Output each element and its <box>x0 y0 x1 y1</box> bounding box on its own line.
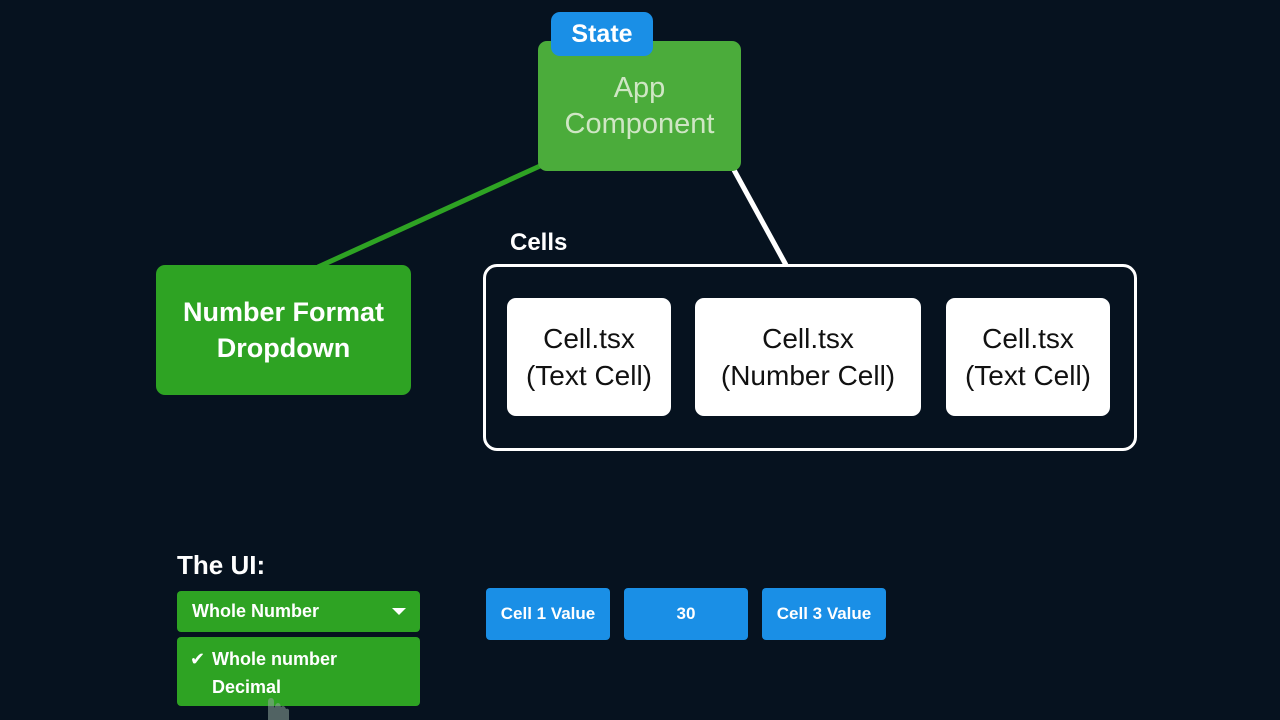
ui-cell-value: Cell 1 Value <box>500 604 596 623</box>
cell-node-title: Cell.tsx <box>762 323 854 354</box>
state-badge-label: State <box>571 19 633 48</box>
number-format-dropdown-node: Number Format Dropdown <box>156 265 411 395</box>
ui-section-label: The UI: <box>177 550 266 580</box>
number-format-dropdown-label: Number Format Dropdown <box>182 297 385 363</box>
cell-node-text-3: Cell.tsx (Text Cell) <box>946 298 1110 416</box>
checkmark-icon: ✔ <box>190 649 206 669</box>
number-format-menu: ✔ Whole number Decimal <box>177 637 420 706</box>
cell-node-number: Cell.tsx (Number Cell) <box>695 298 921 416</box>
cell-node-title: Cell.tsx <box>543 323 635 354</box>
ui-cell-value: Cell 3 Value <box>776 604 872 623</box>
app-component-label: App Component <box>564 72 715 140</box>
menu-option-decimal[interactable]: Decimal <box>212 673 281 701</box>
app-component-node: App Component <box>538 41 741 171</box>
ui-cell-1[interactable]: Cell 1 Value <box>486 588 610 640</box>
state-badge: State <box>551 12 653 56</box>
cell-node-subtitle: (Number Cell) <box>720 360 896 391</box>
menu-option-whole-number[interactable]: ✔ Whole number <box>190 645 337 673</box>
ui-cell-2[interactable]: 30 <box>624 588 748 640</box>
ui-cell-value: 30 <box>676 604 696 623</box>
cell-node-title: Cell.tsx <box>982 323 1074 354</box>
select-value: Whole Number <box>192 601 320 621</box>
cells-group-container <box>483 264 1137 451</box>
cell-node-subtitle: (Text Cell) <box>525 360 652 391</box>
app-to-dropdown-connector <box>316 163 542 270</box>
cell-node-subtitle: (Text Cell) <box>964 360 1091 391</box>
app-to-cells-connector <box>731 168 789 267</box>
ui-cell-3[interactable]: Cell 3 Value <box>762 588 886 640</box>
hand-pointer-icon <box>268 698 289 720</box>
menu-option-label: Whole number <box>212 649 337 669</box>
cell-node-text-1: Cell.tsx (Text Cell) <box>507 298 671 416</box>
menu-option-label: Decimal <box>212 677 282 697</box>
number-format-select[interactable]: Whole Number <box>177 591 420 632</box>
chevron-down-icon[interactable] <box>392 608 406 615</box>
cells-group-label: Cells <box>510 229 568 256</box>
